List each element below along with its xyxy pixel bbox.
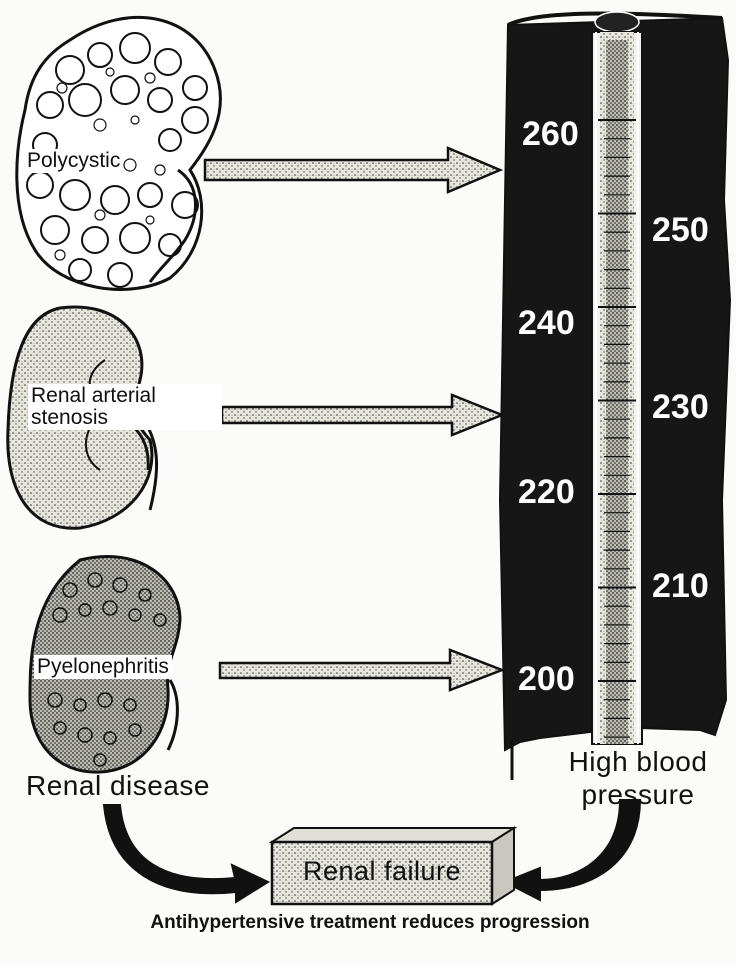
label-renal-arterial-stenosis: Renal arterial stenosis — [28, 384, 222, 430]
gauge-label-250: 250 — [652, 211, 709, 250]
gauge-label-210: 210 — [652, 567, 709, 606]
heading-high-blood-pressure: High blood pressure — [548, 745, 728, 811]
caption: Antihypertensive treatment reduces progr… — [120, 912, 620, 934]
heading-renal-disease: Renal disease — [26, 770, 210, 802]
renal-failure-label: Renal failure — [272, 856, 492, 887]
gauge-label-240: 240 — [518, 304, 575, 343]
label-pyelonephritis: Pyelonephritis — [34, 655, 172, 679]
arrow-stenosis-to-gauge — [222, 395, 502, 435]
arrow-polycystic-to-gauge — [205, 148, 500, 192]
gauge-label-220: 220 — [518, 473, 575, 512]
arrow-renal-disease-to-failure — [104, 805, 268, 902]
gauge-label-200: 200 — [518, 660, 575, 699]
gauge-label-230: 230 — [652, 388, 709, 427]
arrow-pyelonephritis-to-gauge — [220, 650, 502, 690]
gauge-label-260: 260 — [522, 115, 579, 154]
arrow-high-bp-to-failure — [505, 800, 640, 900]
label-polycystic: Polycystic — [24, 149, 123, 173]
